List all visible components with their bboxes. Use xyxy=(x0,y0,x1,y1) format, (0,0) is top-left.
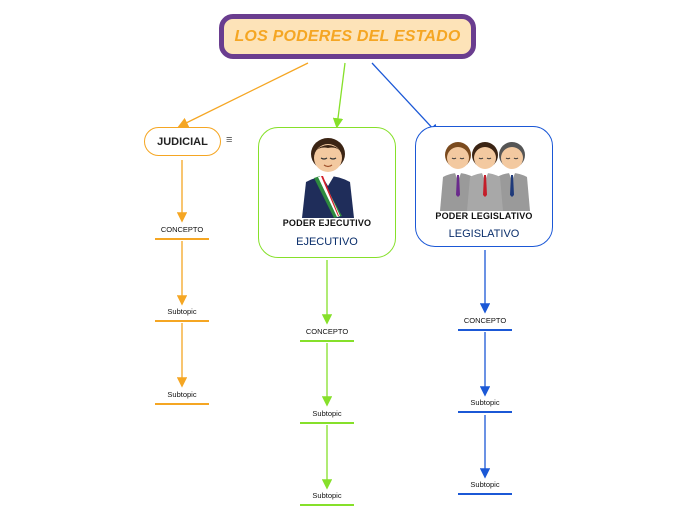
ejecutivo-topic[interactable]: PODER EJECUTIVO EJECUTIVO xyxy=(258,127,396,258)
legislativo-sub1-underline xyxy=(458,411,512,413)
judicial-concept-underline xyxy=(155,238,209,240)
ejecutivo-image-caption: PODER EJECUTIVO xyxy=(282,218,372,228)
edge-root-judicial xyxy=(177,62,309,128)
legislativo-topic[interactable]: PODER LEGISLATIVO LEGISLATIVO xyxy=(415,126,553,247)
edge-root-ejecutivo xyxy=(332,62,346,129)
legislativo-concept-underline xyxy=(458,329,512,331)
ejecutivo-concept-underline xyxy=(300,340,354,342)
root-title: LOS PODERES DEL ESTADO xyxy=(234,27,461,45)
legislativo-image-caption: PODER LEGISLATIVO xyxy=(435,211,533,221)
legislativo-sub1-label[interactable]: Subtopic xyxy=(470,398,500,407)
president-illustration xyxy=(302,138,354,218)
judicial-sub2-underline xyxy=(155,403,209,405)
judicial-topic[interactable]: JUDICIAL xyxy=(144,127,221,156)
judicial-title: JUDICIAL xyxy=(157,135,208,148)
ejecutivo-concept-label[interactable]: CONCEPTO xyxy=(305,327,349,336)
judicial-sub2-label[interactable]: Subtopic xyxy=(167,390,197,399)
ejecutivo-sub2-underline xyxy=(300,504,354,506)
ejecutivo-title: EJECUTIVO xyxy=(296,236,358,248)
ejecutivo-sub2-label[interactable]: Subtopic xyxy=(312,491,342,500)
legislativo-concept-label[interactable]: CONCEPTO xyxy=(463,316,507,325)
ejecutivo-sub1-label[interactable]: Subtopic xyxy=(312,409,342,418)
judicial-sub1-underline xyxy=(155,320,209,322)
legislativo-sub2-label[interactable]: Subtopic xyxy=(470,480,500,489)
legislativo-title: LEGISLATIVO xyxy=(448,228,520,240)
edge-root-legislativo xyxy=(371,62,439,135)
legislativo-sub2-underline xyxy=(458,493,512,495)
judicial-sub1-label[interactable]: Subtopic xyxy=(167,307,197,316)
legislators-illustration xyxy=(440,142,530,211)
root-topic[interactable]: LOS PODERES DEL ESTADO xyxy=(219,14,476,59)
judicial-concept-label[interactable]: CONCEPTO xyxy=(160,225,204,234)
ejecutivo-sub1-underline xyxy=(300,422,354,424)
notes-icon[interactable]: ≡ xyxy=(226,134,233,146)
